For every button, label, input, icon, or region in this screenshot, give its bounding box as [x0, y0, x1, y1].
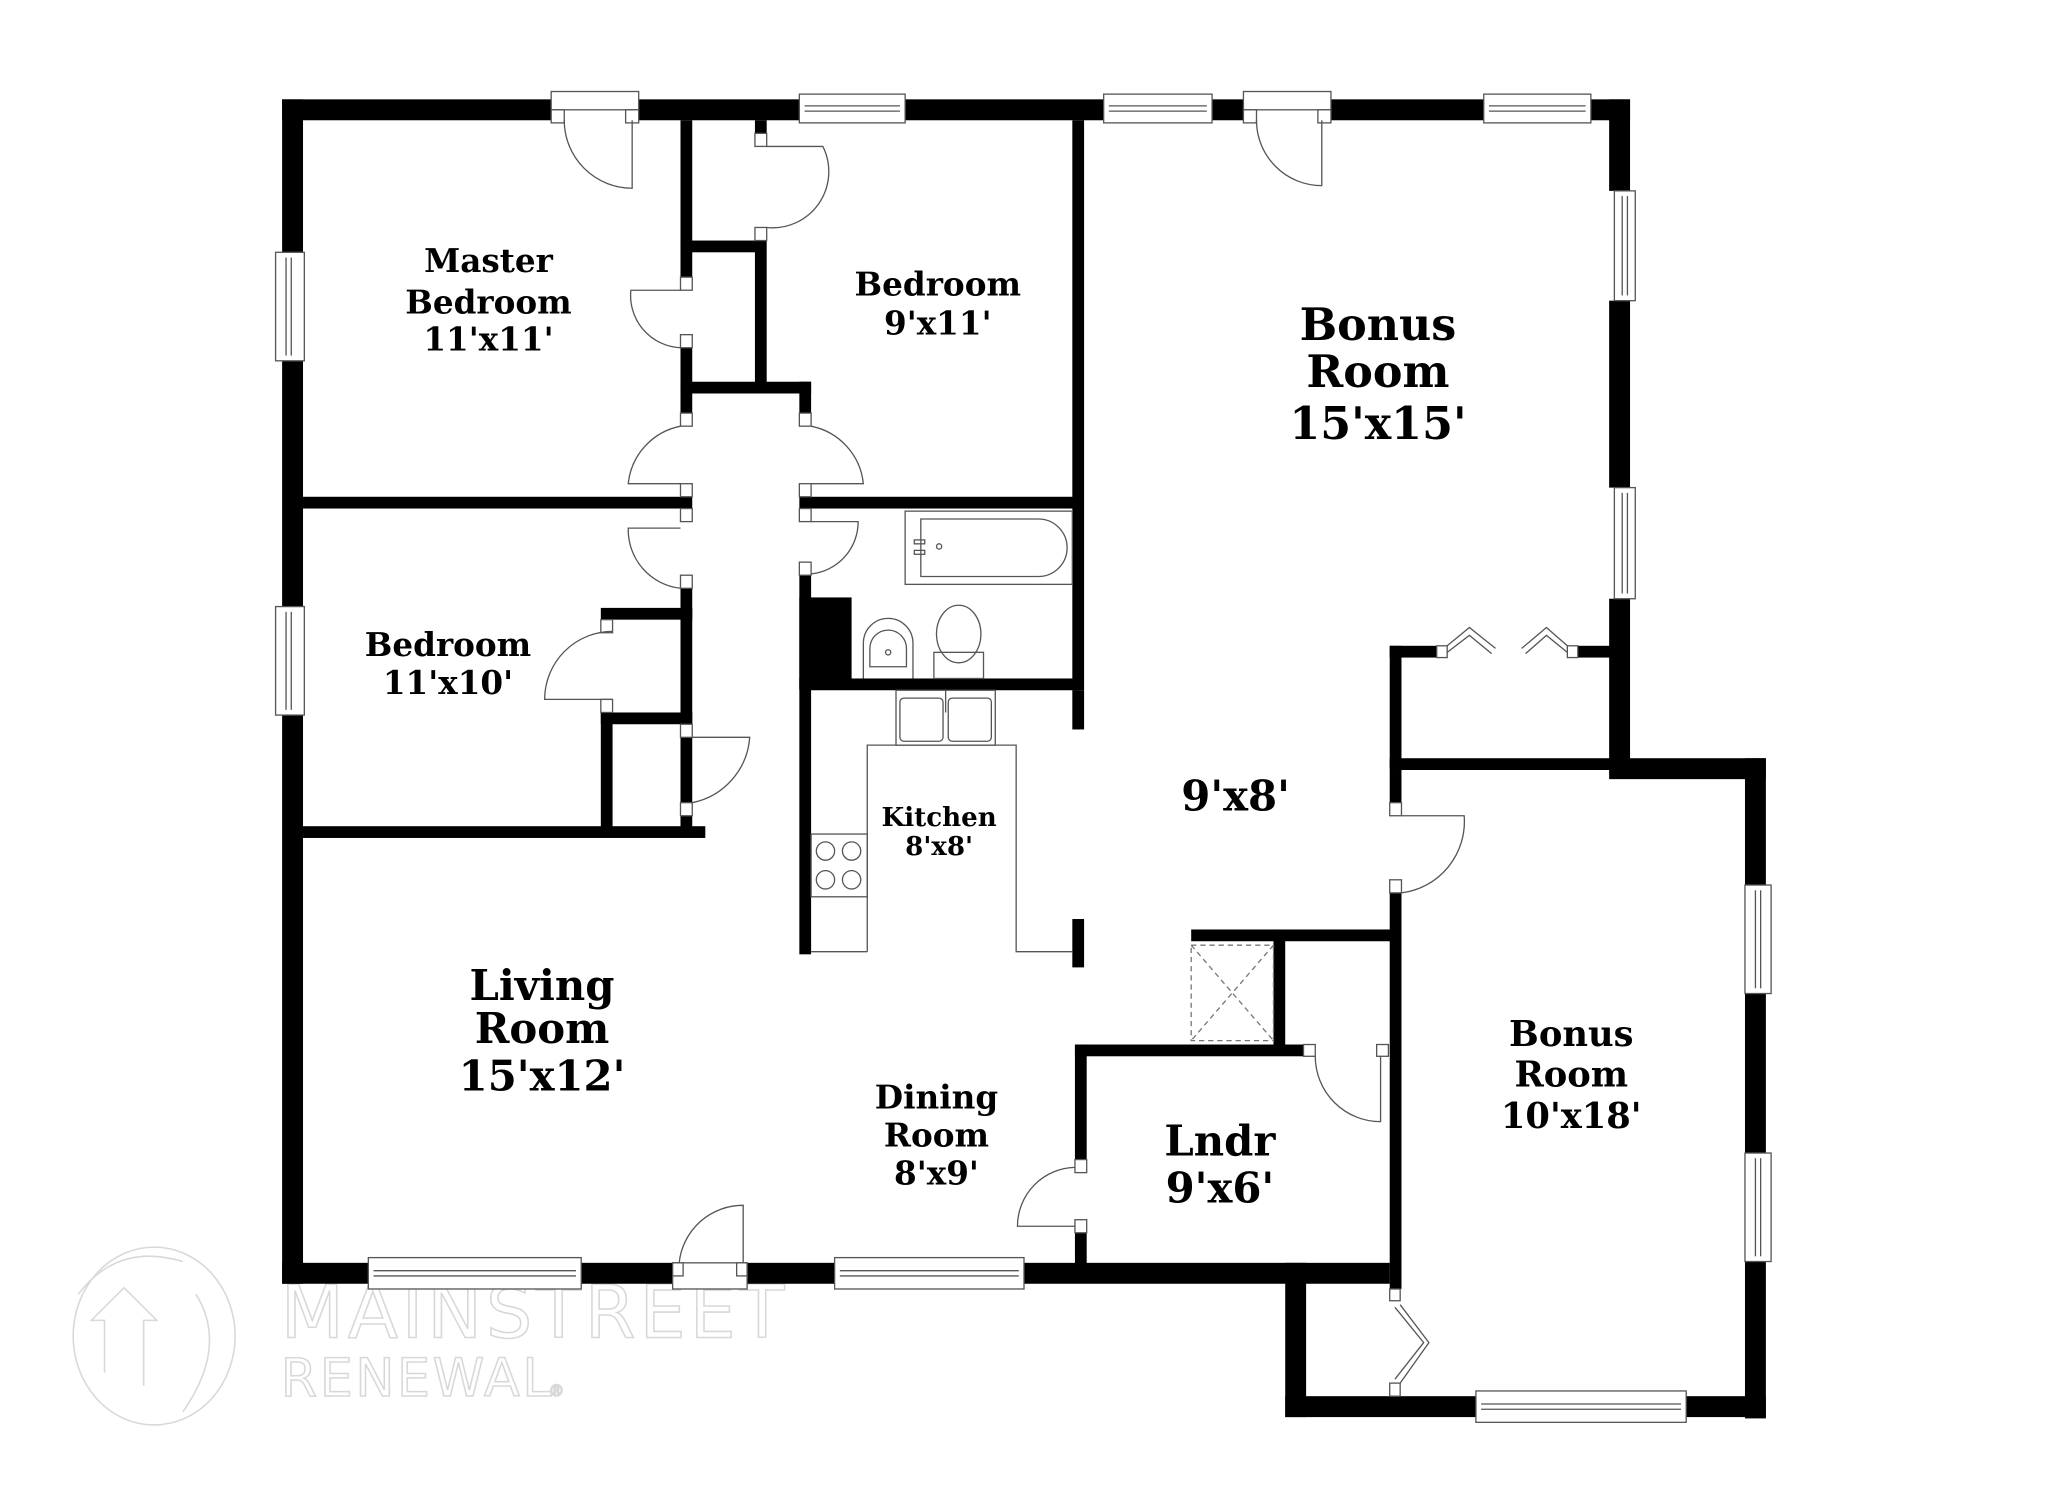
walls	[282, 99, 1766, 1419]
window-bottom-dining	[833, 1256, 1025, 1290]
label-kitchen: Kitchen 8'x8'	[882, 802, 997, 862]
kitchen-counter	[811, 744, 1073, 953]
window-left-bedroom3	[274, 605, 305, 716]
label-bonus-room-1: Bonus Room 15'x15'	[1289, 299, 1466, 450]
window-right-bonus-upper	[1613, 190, 1636, 302]
fixtures	[810, 510, 1275, 1042]
svg-text:Bedroom: Bedroom	[365, 625, 531, 664]
svg-text:Room: Room	[884, 1115, 989, 1154]
door-bedroom3-hall	[627, 507, 693, 589]
svg-text:15'x15': 15'x15'	[1289, 398, 1466, 450]
door-front	[671, 1204, 748, 1290]
kitchen-sink-icon	[895, 689, 996, 746]
bathroom-sink-icon	[862, 617, 914, 679]
svg-text:Living: Living	[470, 961, 615, 1010]
stove-icon	[810, 833, 868, 898]
window-top-bedroom2	[798, 93, 906, 124]
door-laundry-closet	[1302, 1043, 1390, 1123]
door-bedroom2-closet	[754, 132, 830, 242]
label-bonus-room-2: Bonus Room 10'x18'	[1501, 1014, 1642, 1137]
door-master-exterior	[550, 90, 640, 189]
door-bedroom3-closet	[543, 619, 614, 714]
svg-text:Bonus: Bonus	[1509, 1014, 1633, 1055]
label-master-bedroom: Master Bedroom 11'x11'	[405, 241, 571, 358]
svg-text:Bedroom: Bedroom	[855, 264, 1021, 303]
svg-text:8'x9': 8'x9'	[894, 1153, 979, 1192]
door-master-closet	[629, 276, 693, 349]
window-top-bonus-left	[1103, 93, 1213, 124]
svg-text:9'x11': 9'x11'	[884, 304, 992, 343]
svg-text:Master: Master	[424, 241, 553, 280]
svg-text:9'x6': 9'x6'	[1166, 1164, 1275, 1213]
svg-text:Room: Room	[1514, 1054, 1628, 1095]
window-top-bonus-right	[1483, 93, 1592, 124]
svg-text:8'x8': 8'x8'	[905, 831, 973, 862]
utility-closet-icon	[1190, 944, 1275, 1042]
door-bonus2-bifold	[1389, 1288, 1430, 1397]
doors	[543, 90, 1579, 1397]
mainstreet-logo-icon	[72, 1246, 236, 1426]
door-master-hall	[627, 412, 693, 498]
svg-text:11'x10': 11'x10'	[383, 663, 513, 702]
watermark-line2: RENEWAL	[281, 1348, 554, 1409]
room-labels: Master Bedroom 11'x11' Bedroom 9'x11' Bo…	[365, 241, 1642, 1213]
door-bedroom2-hall	[798, 412, 865, 498]
bathtub-icon	[904, 510, 1073, 586]
door-laundry	[1016, 1158, 1088, 1234]
window-right-bonus2-upper	[1744, 884, 1772, 995]
label-laundry: Lndr 9'x6'	[1164, 1117, 1276, 1213]
svg-text:Dining: Dining	[875, 1078, 999, 1117]
svg-text:Room: Room	[475, 1004, 610, 1053]
door-bonus-exterior	[1242, 90, 1332, 187]
label-dining-room: Dining Room 8'x9'	[875, 1078, 999, 1193]
label-bedroom-2: Bedroom 9'x11'	[855, 264, 1021, 342]
svg-text:Lndr: Lndr	[1164, 1117, 1276, 1166]
label-living-room: Living Room 15'x12'	[459, 961, 626, 1100]
windows	[274, 93, 1772, 1423]
svg-text:9'x8': 9'x8'	[1181, 772, 1290, 821]
svg-text:15'x12': 15'x12'	[459, 1051, 626, 1100]
svg-text:11'x11': 11'x11'	[423, 319, 553, 358]
svg-text:Bedroom: Bedroom	[405, 283, 571, 322]
door-bonus-closet-bifold	[1436, 626, 1579, 659]
toilet-icon	[933, 604, 985, 680]
label-bedroom-3: Bedroom 11'x10'	[365, 625, 531, 702]
door-hall-closet	[679, 723, 751, 817]
window-left-master	[274, 251, 305, 362]
label-hall-area: 9'x8'	[1181, 772, 1290, 821]
svg-text:Bonus: Bonus	[1300, 299, 1457, 351]
svg-text:10'x18': 10'x18'	[1501, 1096, 1642, 1137]
watermark-registered-mark: ®	[549, 1381, 565, 1400]
svg-text:Kitchen: Kitchen	[882, 802, 997, 833]
window-bottom-bonus2	[1475, 1390, 1687, 1423]
window-right-bonus2-lower	[1744, 1152, 1772, 1263]
door-bonus2	[1389, 802, 1466, 894]
window-bottom-living	[367, 1256, 582, 1290]
svg-text:Room: Room	[1306, 346, 1449, 398]
window-right-bonus-lower	[1613, 486, 1636, 600]
door-bathroom	[798, 507, 859, 576]
